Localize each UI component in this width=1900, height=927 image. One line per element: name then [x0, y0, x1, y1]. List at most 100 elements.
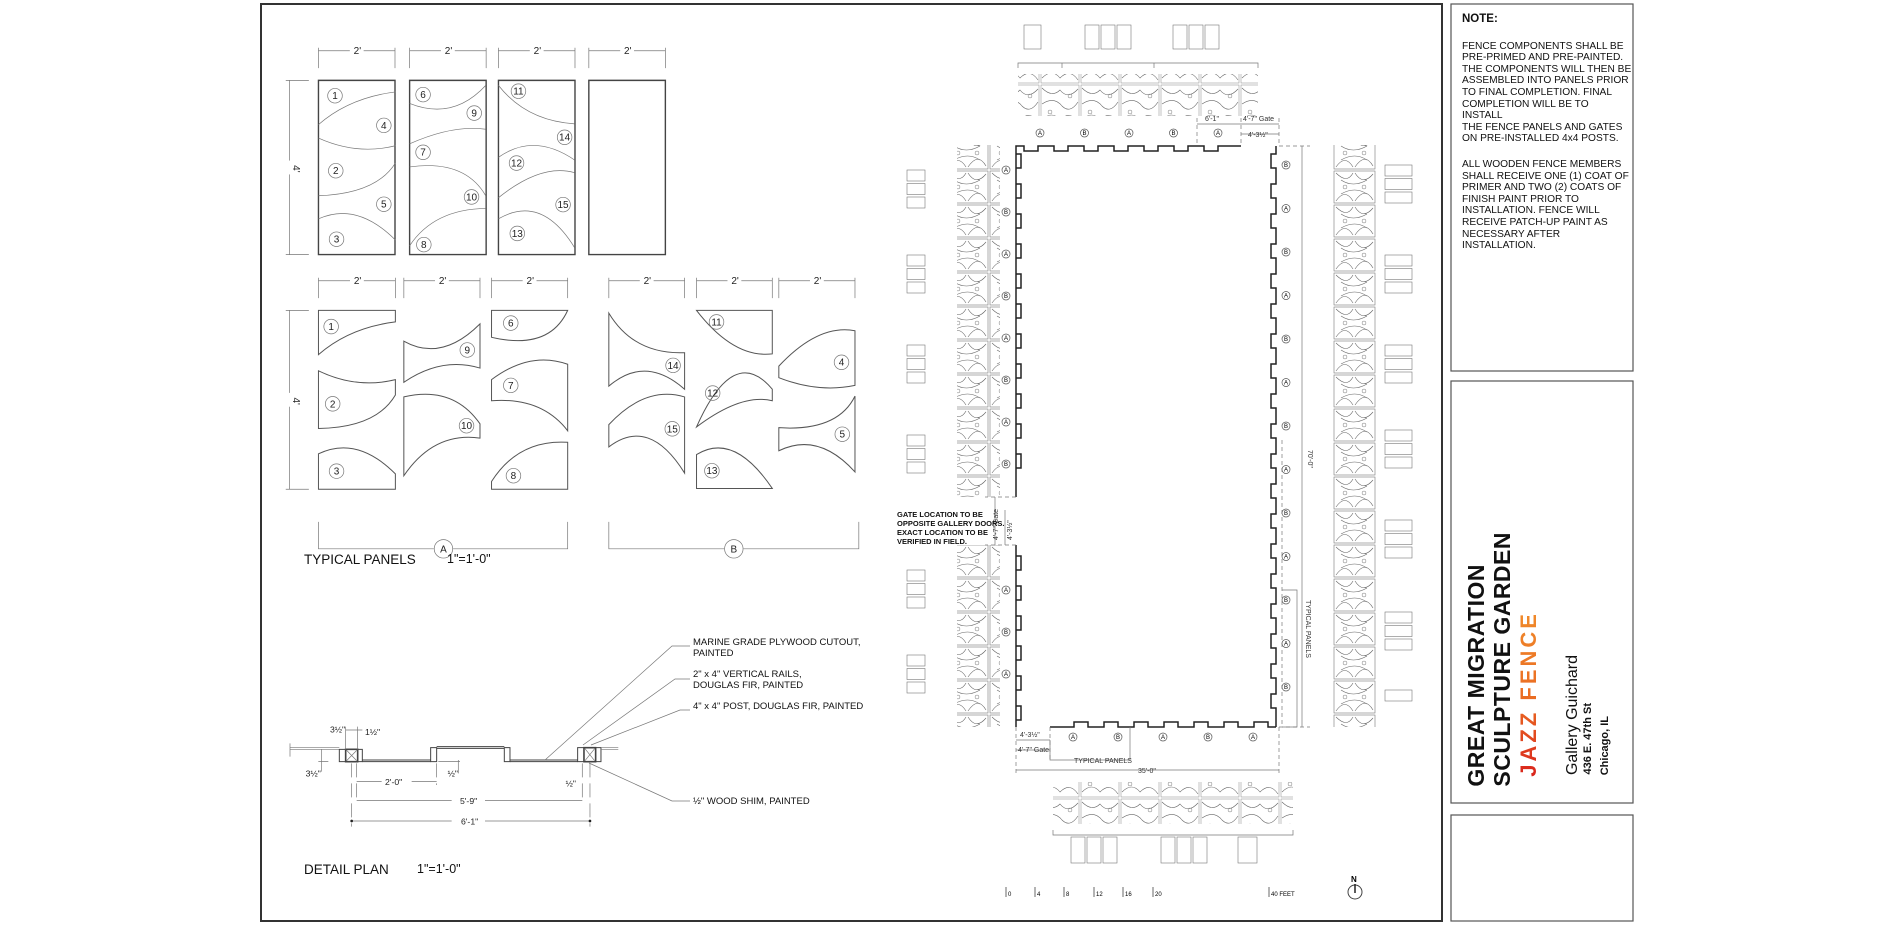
panel-type-marker [1001, 291, 1011, 301]
panel-tag-box [906, 583, 926, 595]
panel-type-marker [1001, 669, 1011, 679]
piece-number-bubble [416, 145, 431, 160]
dim-rail-width: 1½" [365, 727, 380, 737]
panel-type-label: A [1004, 168, 1008, 174]
panel-tag-box [1384, 443, 1413, 455]
piece-number-bubble [377, 118, 392, 133]
dimension-label: 2' [814, 276, 822, 287]
piece-number: 1 [328, 322, 334, 333]
panel-type-label: A [1284, 294, 1288, 300]
callout-shim: ½" WOOD SHIM, PAINTED [693, 796, 810, 807]
panel-type-marker [1281, 291, 1291, 300]
piece-number: 15 [558, 200, 570, 211]
notes-line: COMPLETION WILL BE TO INSTALL [1462, 98, 1589, 122]
dim-overall: 6'-1" [461, 816, 478, 826]
dimension-label: 2' [354, 276, 362, 287]
panel-type-label: A [1004, 672, 1008, 678]
panel-type-marker [1001, 249, 1011, 259]
dim-inner: 5'-9" [460, 796, 477, 806]
panel-type-marker [1281, 334, 1291, 344]
panel-type-label: B [1082, 131, 1086, 137]
callout-leaders [545, 646, 690, 801]
scale-label: 20 [1155, 892, 1162, 898]
detail-plan-scale: 1"=1'-0" [417, 862, 461, 876]
dim-top-gate-inner: 4'-3½" [1248, 131, 1268, 139]
cut-piece-6 [492, 310, 568, 340]
panel-type-label: A [1284, 207, 1288, 213]
dimension-gap [440, 45, 455, 56]
dim-panel: 2'-0" [385, 777, 402, 787]
gate-note-line: EXACT LOCATION TO BE [897, 528, 988, 537]
cut-piece-13 [697, 448, 773, 489]
panel-type-marker [1248, 732, 1258, 742]
dimension-label: 2' [445, 46, 453, 57]
piece-number: 10 [461, 421, 473, 432]
panel-type-marker [1001, 417, 1011, 427]
panel-type-marker [1281, 204, 1291, 213]
dim-left-gate-inner: 4'-3½" [1006, 520, 1014, 540]
cut-piece-3 [318, 448, 395, 489]
panel-tag-box [1086, 836, 1102, 864]
panel-tag-box [1192, 836, 1208, 864]
piece-number-bubble [459, 418, 474, 433]
panel-tag-box [1237, 836, 1258, 864]
project-title-line1: GREAT MIGRATION [1463, 564, 1489, 787]
north-label: N [1351, 875, 1357, 884]
notes-line: NECESSARY AFTER [1462, 228, 1561, 240]
piece-number-bubble [705, 463, 720, 478]
notes-heading: NOTE: [1462, 13, 1498, 25]
dimension-label: 2' [527, 276, 535, 287]
panel-tag-box [1100, 24, 1116, 50]
dimension-gap [809, 275, 824, 286]
panel-type-label: B [1284, 163, 1288, 169]
fence-outline [1015, 145, 1277, 728]
dimension-label: 4' [290, 397, 301, 405]
piece-number: 2 [330, 399, 336, 410]
panel-tag-box [906, 681, 926, 694]
dimension-gap [639, 275, 654, 286]
dimension-gap [349, 45, 364, 56]
panel-tag-box [1384, 358, 1413, 370]
cut-piece-5 [779, 396, 855, 472]
piece-number-bubble [329, 464, 344, 479]
client-name: Gallery Guichard [1564, 654, 1581, 775]
notes-line: PRIMER AND TWO (2) COATS OF [1462, 182, 1622, 194]
panel-type-label: A [1284, 642, 1288, 648]
piece-number-bubble [725, 540, 743, 558]
client-city: Chicago, IL [1599, 715, 1611, 775]
piece-number-bubble [460, 343, 475, 358]
piece-number-bubble [509, 156, 524, 171]
panel-type-label: A [1071, 735, 1075, 741]
panel-type-label: B [1004, 210, 1008, 216]
panel-b-bracket [609, 522, 859, 549]
cut-piece-10 [404, 394, 480, 476]
piece-number: 10 [466, 192, 478, 203]
piece-number-bubble [511, 84, 526, 99]
gate-location-note: GATE LOCATION TO BE OPPOSITE GALLERY DOO… [897, 510, 1005, 546]
piece-number: 4 [839, 358, 845, 369]
panel-type-marker [1001, 585, 1011, 595]
dimension-gap [529, 45, 544, 56]
panel-type-label: A [1004, 588, 1008, 594]
panel-tag-box [906, 596, 926, 609]
piece-number-bubble [503, 378, 518, 393]
panel-type-marker [1001, 627, 1011, 637]
panel-type-label: A [1284, 555, 1288, 561]
panel-tag-box [906, 183, 926, 195]
typical-panels-scale: 1"=1'-0" [447, 552, 491, 566]
rail [578, 748, 584, 762]
panel-type-label: B [1206, 735, 1210, 741]
project-subtitle: JAZZ FENCE [1516, 611, 1541, 777]
scale-label: 12 [1096, 892, 1103, 898]
piece-number: 5 [840, 430, 846, 441]
panel-tag-box [1384, 689, 1413, 702]
panel-tag-box [1102, 836, 1118, 864]
panel-tag-box [906, 169, 926, 182]
panel-tag-box [1384, 519, 1413, 532]
client-address: 436 E. 47th St [1582, 703, 1594, 775]
piece-number-bubble [556, 197, 571, 212]
panel-type-marker [1158, 732, 1168, 742]
panel-tag-box [1384, 611, 1413, 624]
piece-number-bubble [665, 422, 680, 437]
